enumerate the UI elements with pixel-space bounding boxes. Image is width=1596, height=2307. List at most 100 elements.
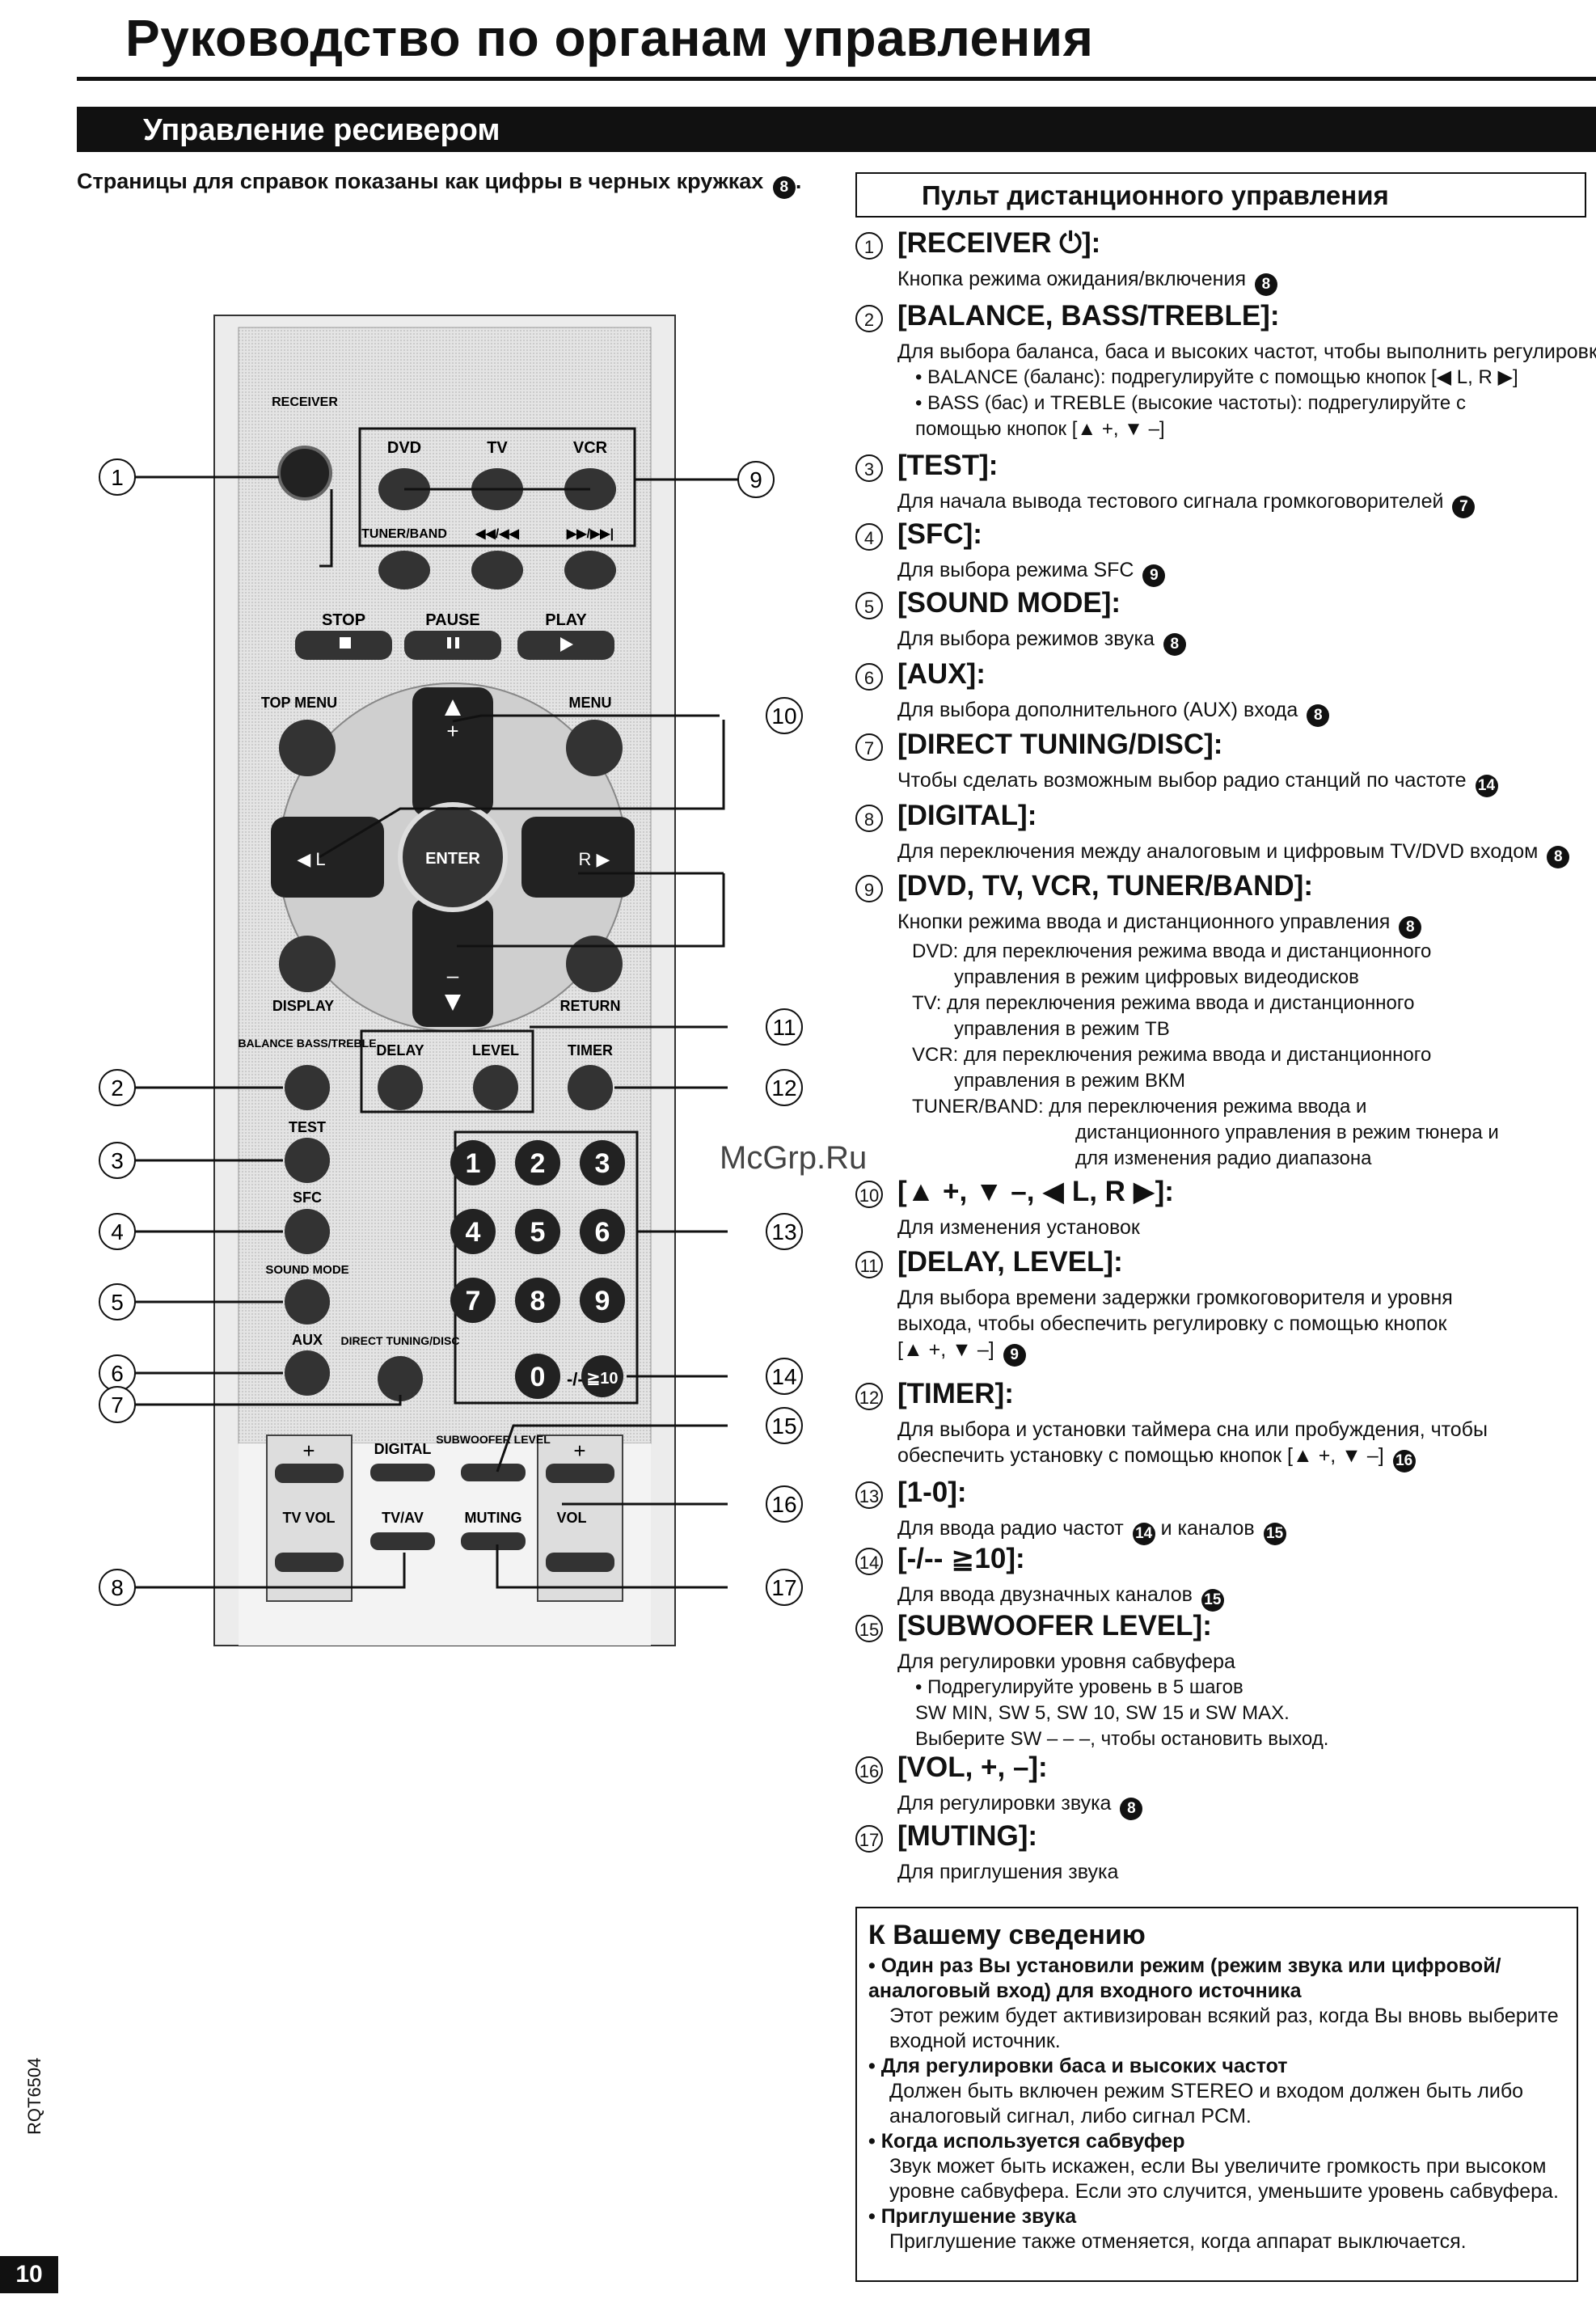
item-number: 11 bbox=[855, 1251, 883, 1278]
pause-button[interactable] bbox=[404, 631, 501, 660]
return-button[interactable] bbox=[566, 936, 623, 992]
down-minus-button[interactable] bbox=[412, 898, 493, 1027]
test-label: TEST bbox=[289, 1119, 326, 1135]
ten-plus-button[interactable] bbox=[581, 1355, 623, 1397]
item-number: 17 bbox=[855, 1825, 883, 1853]
item-title: [AUX]: bbox=[897, 658, 986, 690]
direct-tuning-button[interactable] bbox=[378, 1356, 423, 1401]
sfc-button[interactable] bbox=[285, 1209, 330, 1254]
page-ref-badge: 16 bbox=[1392, 1450, 1416, 1473]
page-ref-badge: 14 bbox=[1475, 775, 1498, 797]
info-entry-body: Звук может быть искажен, если Вы увеличи… bbox=[889, 2155, 1559, 2203]
top-menu-label: TOP MENU bbox=[261, 695, 337, 711]
item-number: 5 bbox=[855, 592, 883, 619]
remote-illustration: RECEIVER DVD TV VCR TUNER/BAND ◀◀/◀◀ ▶▶/… bbox=[99, 315, 803, 1646]
info-entry-body: Приглушение также отменяется, когда аппа… bbox=[889, 2230, 1467, 2253]
digit-0-label: 0 bbox=[530, 1362, 546, 1392]
callout-4 bbox=[99, 1213, 136, 1250]
keypad-frame bbox=[454, 1130, 639, 1405]
page-ref-badge: 8 bbox=[1307, 704, 1330, 727]
callout-10-label: 10 bbox=[771, 704, 796, 729]
callout-12 bbox=[766, 1069, 803, 1106]
digit-2-button[interactable] bbox=[515, 1140, 560, 1185]
subwoofer-level-button[interactable] bbox=[461, 1464, 526, 1481]
item-description: Для начала вывода тестового сигнала гром… bbox=[897, 488, 1476, 518]
sfc-label: SFC bbox=[293, 1189, 322, 1206]
menu-button[interactable] bbox=[566, 720, 623, 776]
plus-label: + bbox=[446, 719, 458, 743]
fast-forward-button[interactable] bbox=[564, 551, 616, 589]
callout-17-label: 17 bbox=[771, 1575, 796, 1600]
rewind-button[interactable] bbox=[471, 551, 523, 589]
sound-mode-button[interactable] bbox=[285, 1279, 330, 1325]
item-description: Для переключения между аналоговым и цифр… bbox=[897, 839, 1570, 868]
digit-3-button[interactable] bbox=[580, 1140, 625, 1185]
vol-rocker[interactable] bbox=[537, 1434, 623, 1602]
aux-button[interactable] bbox=[285, 1350, 330, 1396]
menu-label: MENU bbox=[569, 695, 612, 711]
item-title: [SFC]: bbox=[897, 518, 982, 550]
watermark: McGrp.Ru bbox=[720, 1140, 868, 1176]
item-description: Для изменения установок bbox=[897, 1216, 1140, 1239]
level-button[interactable] bbox=[473, 1065, 518, 1110]
digit-4-button[interactable] bbox=[450, 1209, 496, 1254]
callout-3-label: 3 bbox=[111, 1148, 124, 1173]
tv-vol-minus-label: – bbox=[303, 1574, 315, 1598]
callout-4-label: 4 bbox=[111, 1219, 124, 1244]
receiver-power-button[interactable] bbox=[277, 446, 332, 501]
timer-button[interactable] bbox=[568, 1065, 613, 1110]
digit-7-label: 7 bbox=[466, 1286, 481, 1316]
right-r-button[interactable] bbox=[521, 817, 635, 898]
tv-av-label: TV/AV bbox=[382, 1510, 424, 1526]
digit-0-button[interactable] bbox=[515, 1354, 560, 1399]
receiver-label: RECEIVER bbox=[272, 395, 338, 409]
left-l-label: ◀ L bbox=[297, 849, 325, 869]
enter-button[interactable] bbox=[398, 802, 508, 912]
digit-4-label: 4 bbox=[466, 1217, 481, 1248]
tv-vol-rocker[interactable] bbox=[266, 1434, 353, 1602]
digit-1-label: 1 bbox=[466, 1148, 481, 1179]
vcr-label: VCR bbox=[573, 439, 608, 457]
display-button[interactable] bbox=[279, 936, 336, 992]
digit-6-button[interactable] bbox=[580, 1209, 625, 1254]
digit-7-button[interactable] bbox=[450, 1278, 496, 1323]
up-plus-button[interactable] bbox=[412, 687, 493, 817]
page-ref-badge: 8 bbox=[1399, 916, 1422, 939]
top-menu-button[interactable] bbox=[279, 720, 336, 776]
item-number: 2 bbox=[855, 305, 883, 332]
digit-1-button[interactable] bbox=[450, 1140, 496, 1185]
muting-button[interactable] bbox=[461, 1532, 526, 1550]
callout-11 bbox=[766, 1008, 803, 1046]
item-title: [1-0]: bbox=[897, 1477, 967, 1508]
balance-button[interactable] bbox=[285, 1065, 330, 1110]
title-rule bbox=[77, 77, 1596, 81]
callout-3 bbox=[99, 1142, 136, 1179]
item-description: Для выбора времени задержки громкоговори… bbox=[897, 1285, 1453, 1367]
tuner-band-button[interactable] bbox=[378, 551, 430, 589]
digit-9-button[interactable] bbox=[580, 1278, 625, 1323]
info-title: К Вашему сведению bbox=[868, 1920, 1146, 1950]
remote-heading-box: Пульт дистанционного управления bbox=[855, 172, 1586, 218]
page-ref-badge: 8 bbox=[772, 176, 796, 199]
callout-8-label: 8 bbox=[111, 1575, 124, 1600]
item-description: Кнопка режима ожидания/включения 8 bbox=[897, 266, 1277, 296]
delay-label: DELAY bbox=[376, 1042, 424, 1058]
callout-15-label: 15 bbox=[771, 1413, 796, 1439]
page-ref-badge: 15 bbox=[1201, 1589, 1224, 1612]
info-entry-heading: • Приглушение звука bbox=[868, 2205, 1077, 2228]
item-description: Для выбора дополнительного (AUX) входа 8 bbox=[897, 697, 1330, 727]
left-l-button[interactable] bbox=[271, 817, 384, 898]
tv-av-button[interactable] bbox=[370, 1532, 435, 1550]
digit-5-button[interactable] bbox=[515, 1209, 560, 1254]
digital-button[interactable] bbox=[370, 1464, 435, 1481]
tuner-band-label: TUNER/BAND bbox=[361, 527, 447, 541]
item-description: Для выбора режима SFC 9 bbox=[897, 557, 1166, 587]
callout-2-label: 2 bbox=[111, 1075, 124, 1101]
page-number: 10 bbox=[0, 2256, 58, 2293]
digit-8-button[interactable] bbox=[515, 1278, 560, 1323]
delay-button[interactable] bbox=[378, 1065, 423, 1110]
info-entry-heading: • Один раз Вы установили режим (режим зв… bbox=[868, 1954, 1501, 2002]
test-button[interactable] bbox=[285, 1138, 330, 1183]
item-title: [DELAY, LEVEL]: bbox=[897, 1246, 1123, 1278]
direct-tuning-label: DIRECT TUNING/DISC bbox=[341, 1334, 460, 1347]
